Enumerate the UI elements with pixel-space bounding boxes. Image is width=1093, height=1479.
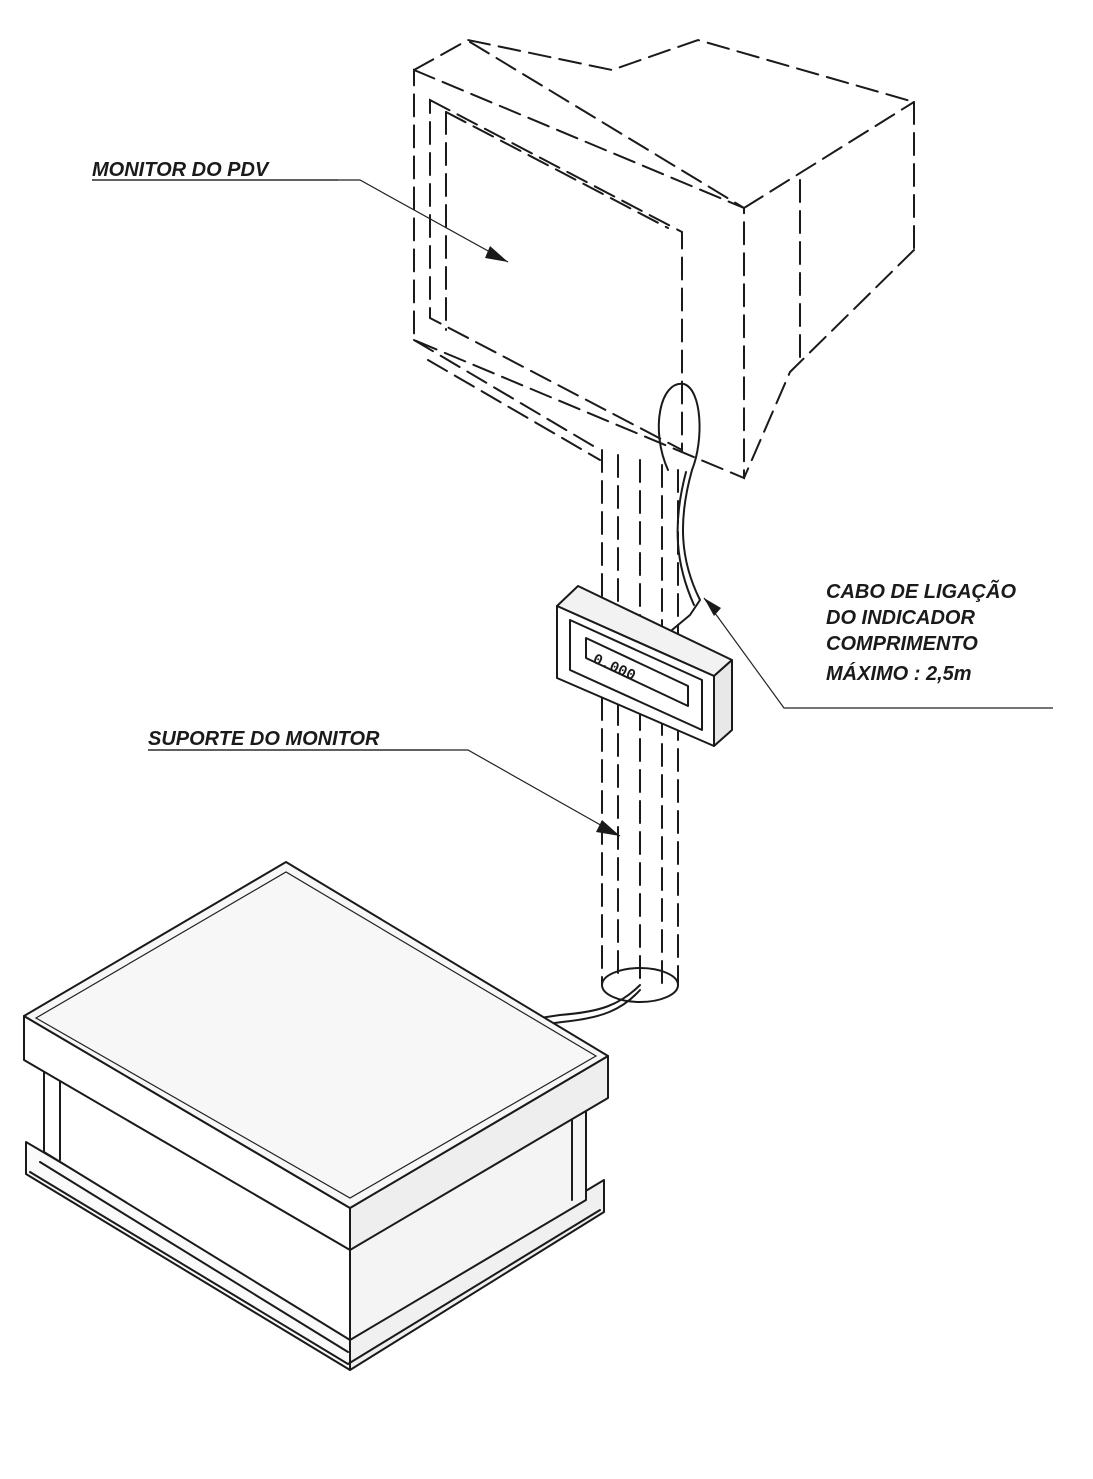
- pdv-monitor: [413, 38, 915, 480]
- label-cable-line-4: MÁXIMO : 2,5m: [826, 662, 972, 685]
- indicator-cable: [469, 382, 701, 1073]
- label-cable-line-1: CABO DE LIGAÇÃO: [826, 580, 1016, 603]
- scale-platform: [23, 861, 609, 1371]
- weight-indicator: 0.000: [556, 585, 733, 747]
- cable-leader: [703, 597, 1053, 709]
- label-cable-line-3: COMPRIMENTO: [826, 633, 978, 655]
- label-suporte-do-monitor: SUPORTE DO MONITOR: [148, 728, 380, 750]
- label-cable-line-2: DO INDICADOR: [826, 607, 975, 629]
- label-monitor-do-pdv: MONITOR DO PDV: [92, 159, 270, 181]
- support-leader: [148, 749, 621, 837]
